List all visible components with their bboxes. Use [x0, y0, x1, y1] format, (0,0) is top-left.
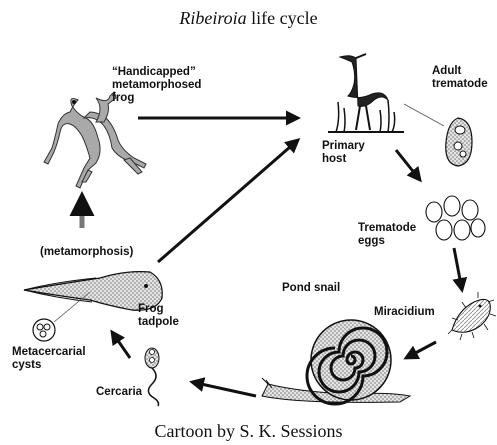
label-handicapped-frog: “Handicapped” metamorphosed frog: [112, 66, 201, 105]
heron-icon: [328, 54, 404, 132]
frog-eye: [72, 100, 76, 104]
label-pond-snail: Pond snail: [282, 282, 340, 295]
arrow-host-to-eggs: [396, 150, 420, 180]
arrow-snail-to-cercaria: [192, 382, 256, 396]
label-trematode-eggs: Trematode eggs: [358, 222, 416, 248]
arrow-cercaria-to-tadpole: [112, 332, 130, 358]
arrow-eggs-to-miracidium: [454, 248, 462, 290]
label-metacercarial-cysts: Metacercarial cysts: [12, 346, 86, 372]
host-to-trematode-line: [404, 104, 444, 126]
arrow-tadpole-to-host: [158, 140, 298, 262]
trematode-eggs-icon: [426, 196, 485, 240]
label-primary-host: Primary host: [322, 140, 365, 166]
pond-snail-icon: [262, 320, 410, 404]
label-frog-tadpole: Frog tadpole: [138, 303, 179, 329]
image-caption: Cartoon by S. K. Sessions: [0, 421, 497, 442]
deformed-frog-icon: [44, 92, 146, 188]
adult-trematode-icon: [446, 118, 472, 166]
arrow-miracidium-to-snail: [406, 342, 436, 358]
label-miracidium: Miracidium: [374, 306, 435, 319]
miracidium-icon: [448, 292, 496, 340]
label-metamorphosis: (metamorphosis): [40, 246, 133, 259]
metacercarial-cysts-icon: [33, 319, 55, 341]
cercaria-icon: [145, 348, 159, 406]
label-adult-trematode: Adult trematode: [432, 65, 488, 91]
label-cercaria: Cercaria: [96, 386, 142, 399]
